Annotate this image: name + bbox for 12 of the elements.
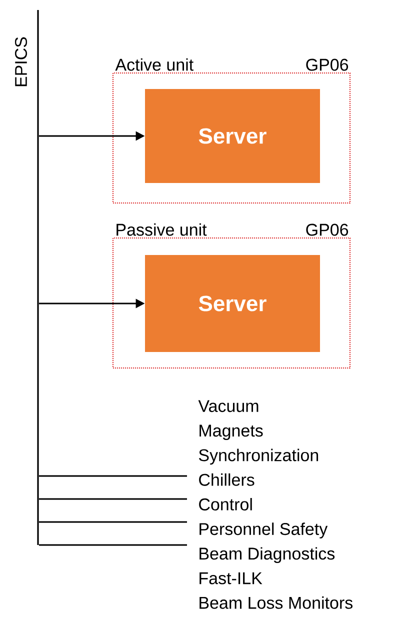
node-label: GP06: [306, 58, 348, 71]
server-box: Server: [145, 255, 320, 352]
branch-line: [39, 498, 187, 500]
system-list: Vacuum Magnets Synchronization Chillers Control Personnel Safety Beam Diagnostics Fast-ILK Beam Loss Monitors: [198, 400, 353, 609]
branch-line: [39, 475, 187, 477]
branch-line: [39, 521, 187, 523]
node-label: Active unit: [115, 58, 194, 71]
node-label: GP06: [306, 224, 348, 236]
branch-line: [39, 544, 187, 546]
node-label: Passive unit: [116, 223, 207, 236]
bus-line: EPICS: [14, 10, 39, 545]
server-box: Server: [145, 89, 320, 183]
